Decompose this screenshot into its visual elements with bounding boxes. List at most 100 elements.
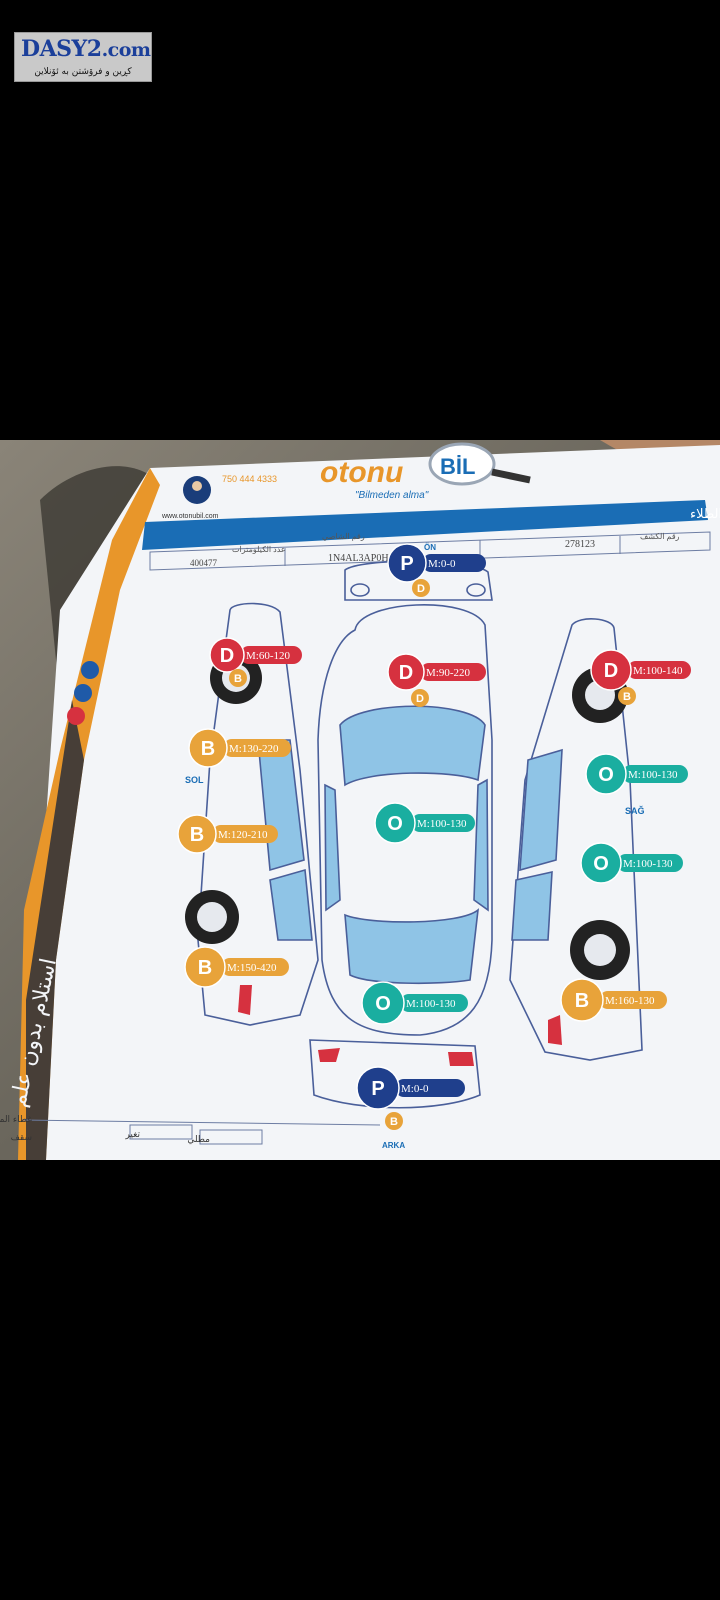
marker-circle: [356, 1066, 400, 1110]
marker-reading: M:120-210: [218, 829, 268, 841]
inspection-marker: B M:150-420: [184, 946, 289, 988]
marker-small-badge: [412, 579, 430, 597]
marker-letter: B: [198, 957, 212, 979]
marker-pill: [223, 739, 291, 757]
tail-light: [548, 1015, 562, 1045]
inspection-marker: B M:130-220: [188, 728, 291, 768]
marker-small-badge: [411, 689, 429, 707]
marker-letter: P: [371, 1078, 384, 1100]
marker-letter: B: [190, 824, 204, 846]
marker-letter: D: [604, 660, 618, 682]
header-band: [142, 500, 708, 550]
marker-circle: [590, 649, 632, 691]
inspection-marker: O M:100-130: [374, 802, 475, 844]
front-tag: ÖN: [424, 543, 436, 552]
marker-pill: [627, 661, 691, 679]
marker-small-badge: [618, 687, 636, 705]
footer-label: غطاء المحرك: [0, 1115, 32, 1125]
inspection-marker: B M:120-210: [177, 814, 278, 854]
marker-circle: [387, 543, 427, 583]
marker-reading: M:100-130: [406, 998, 456, 1010]
watermark-brand: DASY2.com: [21, 36, 151, 62]
marker-small-badge-letter: B: [623, 691, 631, 703]
side-left-tag: SOL: [185, 775, 204, 785]
windshield: [339, 705, 486, 787]
watermark-logo: DASY2.com کڕین و فرۆشتن بە ئۆنلاین: [14, 32, 152, 82]
marker-reading: M:100-130: [417, 818, 467, 830]
rear-window: [344, 908, 480, 985]
sidebar-icon: [67, 707, 85, 725]
marker-small-badge-letter: B: [390, 1116, 398, 1128]
marker-pill: [599, 991, 667, 1009]
dark-sidebar-strip: [26, 700, 84, 1160]
marker-pill: [400, 994, 468, 1012]
marker-reading: M:100-130: [623, 858, 673, 870]
marker-small-badge-letter: D: [417, 583, 425, 595]
marker-letter: O: [593, 853, 609, 875]
info-table: [149, 531, 711, 571]
header-title: بەڵگەنامەی ئشکنینی ئەیکەر و رەنط | وثیقة…: [690, 505, 720, 522]
sidebar-icon: [74, 684, 92, 702]
marker-circle: [374, 802, 416, 844]
marker-reading: M:130-220: [229, 743, 279, 755]
marker-reading: M:90-220: [426, 667, 471, 679]
marker-letter: B: [201, 738, 215, 760]
marker-reading: M:0-0: [428, 558, 456, 570]
marker-reading: M:0-0: [401, 1083, 429, 1095]
inspection-sheet-svg: otonu BİL "Bilmeden alma" www.otonubil.c…: [0, 440, 720, 1160]
marker-letter: O: [387, 813, 403, 835]
website-text: www.otonubil.com: [161, 513, 219, 520]
marker-pill: [617, 854, 683, 872]
car-top-view: [317, 604, 493, 1036]
marker-pill: [622, 765, 688, 783]
marker-letter: O: [598, 764, 614, 786]
tail-light: [238, 985, 252, 1015]
inspection-photo: otonu BİL "Bilmeden alma" www.otonubil.c…: [0, 440, 720, 1160]
logo-main: otonu: [320, 456, 403, 489]
marker-reading: M:60-120: [246, 650, 291, 662]
marker-pill: [422, 554, 486, 572]
phone-text: 750 444 4333: [222, 474, 277, 484]
watermark-tagline: کڕین و فرۆشتن بە ئۆنلاین: [34, 67, 132, 77]
marker-letter: O: [375, 993, 391, 1015]
marker-circle: [184, 946, 226, 988]
marker-circle: [560, 978, 604, 1022]
car-right-side-view: [509, 618, 643, 1061]
sidebar-icon: [81, 661, 99, 679]
marker-pill: [212, 825, 278, 843]
marker-reading: M:100-130: [628, 769, 678, 781]
marker-pill: [395, 1079, 465, 1097]
footer-label: تغير: [124, 1130, 140, 1140]
inspection-marker: O M:100-130: [361, 981, 468, 1025]
marker-circle: [177, 814, 217, 854]
inspection-marker: B M:160-130: [560, 978, 667, 1022]
marker-reading: M:100-140: [633, 665, 683, 677]
report-no-label: رقم الكشف: [640, 532, 680, 541]
marker-small-badge-letter: D: [416, 693, 424, 705]
logo-magnifier-icon: [428, 442, 496, 486]
marker-letter: B: [575, 990, 589, 1012]
car-left-side-view: [197, 602, 319, 1026]
marker-reading: M:150-420: [227, 962, 277, 974]
inspection-marker: P M:0-0B: [356, 1066, 465, 1130]
inspection-marker: P M:0-0D: [387, 543, 486, 597]
marker-circle: [585, 753, 627, 795]
marker-reading: M:160-130: [605, 995, 655, 1007]
marker-pill: [411, 814, 475, 832]
footer-label: سقف: [11, 1133, 32, 1143]
car-rear-view: [309, 1039, 481, 1109]
report-no-value: 278123: [565, 539, 595, 550]
km-value: 400477: [190, 558, 218, 568]
marker-circle: [209, 637, 245, 673]
footer-label: مطلي: [187, 1135, 210, 1145]
logo-accent: BİL: [440, 454, 475, 479]
marker-letter: P: [400, 553, 413, 575]
vin-value: 1N4AL3AP0HC117442: [328, 553, 425, 564]
marker-circle: [580, 842, 622, 884]
rear-tag: ARKA: [382, 1141, 405, 1150]
marker-pill: [221, 958, 289, 976]
marker-circle: [188, 728, 228, 768]
